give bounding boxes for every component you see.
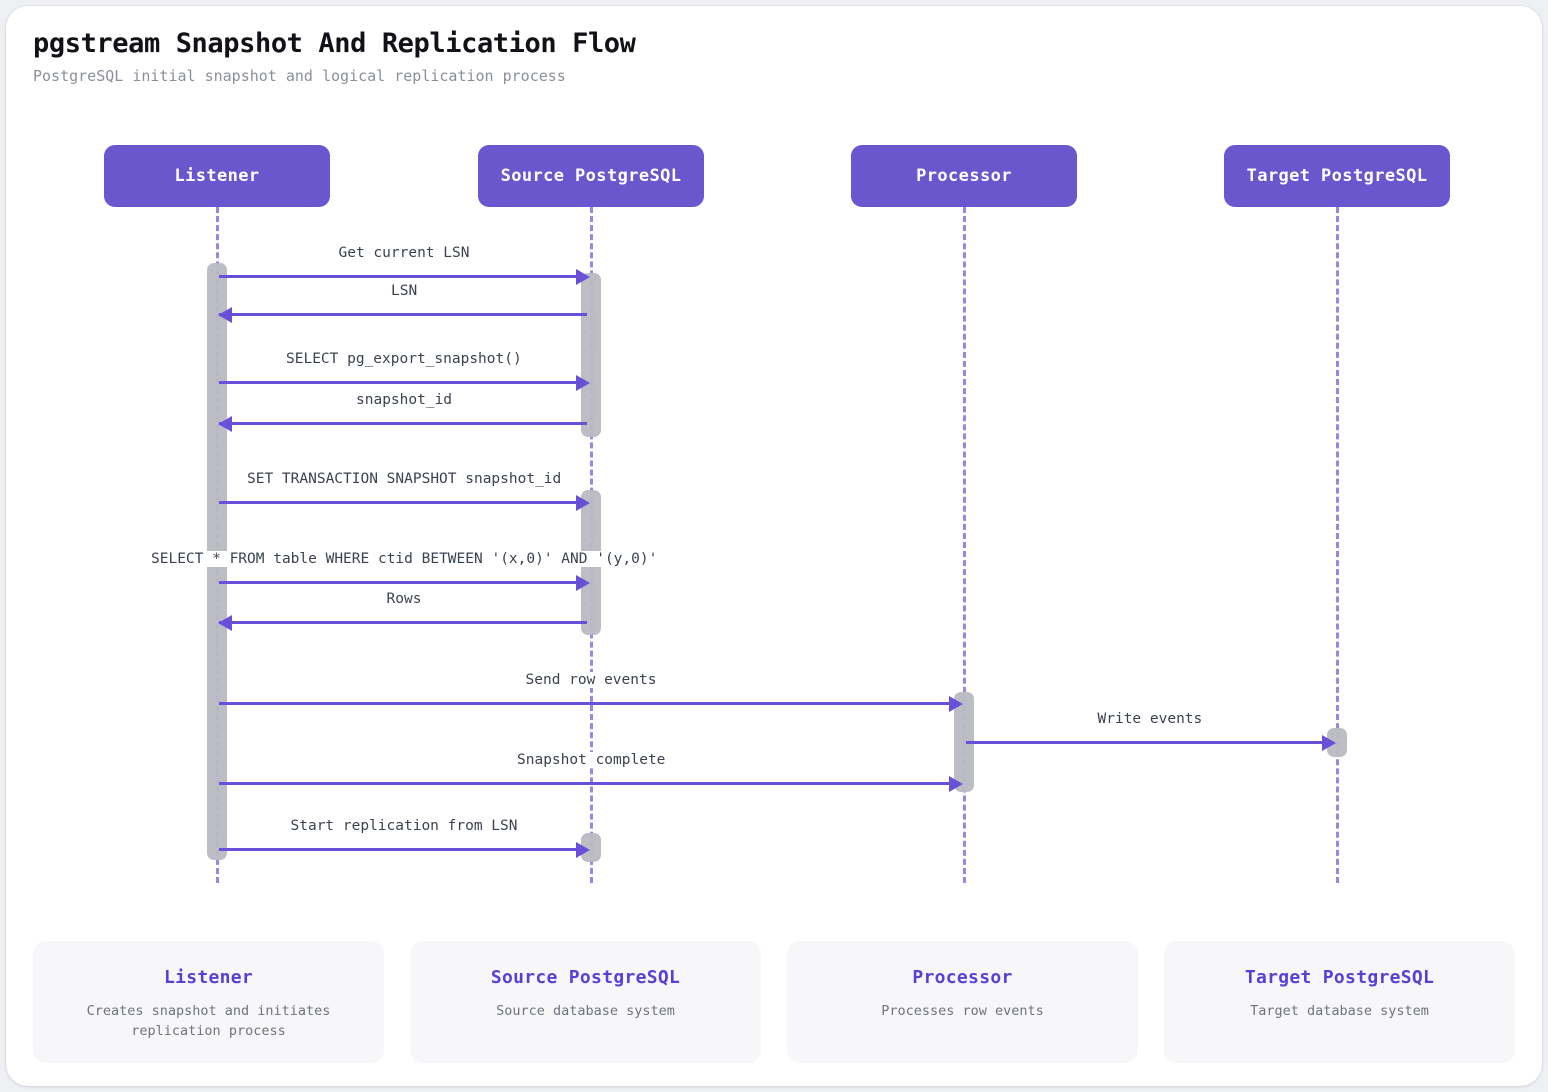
arrow-head-left — [218, 614, 232, 631]
activation-bar-source — [581, 273, 601, 437]
legend-card-description: Processes row events — [881, 1003, 1044, 1019]
legend-card-description: Source database system — [496, 1003, 675, 1019]
message-label: Get current LSN — [334, 245, 474, 261]
page-title: pgstream Snapshot And Replication Flow — [33, 28, 636, 59]
message-label: Rows — [382, 591, 426, 607]
sequence-diagram: Get current LSN LSN SELECT pg_export_snaps… — [104, 145, 1450, 883]
message-label: Snapshot complete — [513, 752, 670, 768]
participant-label: Source PostgreSQL — [500, 166, 682, 186]
lifeline-processor — [963, 207, 966, 883]
participant-listener[interactable]: Listener — [104, 145, 330, 207]
message-line — [966, 741, 1333, 744]
arrow-head-right — [949, 695, 963, 712]
message-line — [219, 275, 587, 278]
arrow-head-right — [949, 775, 963, 792]
message-label: Send row events — [521, 672, 661, 688]
legend-card-title: Source PostgreSQL — [490, 967, 681, 988]
participant-label: Target PostgreSQL — [1246, 166, 1428, 186]
message-label: LSN — [387, 283, 422, 299]
message-line — [219, 702, 960, 705]
message-label: SET TRANSACTION SNAPSHOT snapshot_id — [243, 471, 566, 487]
arrow-head-right — [576, 268, 590, 285]
arrow-head-right — [576, 494, 590, 511]
arrow-head-right — [1322, 734, 1336, 751]
legend-card-title: Processor — [912, 967, 1013, 988]
participant-label: Listener — [174, 166, 260, 186]
legend-card: Source PostgreSQL Source database system — [410, 941, 761, 1063]
message-line — [219, 621, 587, 624]
lifeline-target — [1336, 207, 1339, 883]
message-label: Write events — [1093, 711, 1207, 727]
message-line — [219, 848, 587, 851]
message-label: SELECT * FROM table WHERE ctid BETWEEN '… — [147, 551, 662, 567]
activation-bar-processor — [954, 692, 974, 792]
message-line — [219, 581, 587, 584]
page-subtitle: PostgreSQL initial snapshot and logical … — [33, 67, 566, 85]
participant-processor[interactable]: Processor — [851, 145, 1077, 207]
message-line — [219, 381, 587, 384]
message-line — [219, 782, 960, 785]
participant-target[interactable]: Target PostgreSQL — [1224, 145, 1450, 207]
message-line — [219, 501, 587, 504]
arrow-head-right — [576, 374, 590, 391]
arrow-head-left — [218, 306, 232, 323]
legend-card-title: Target PostgreSQL — [1244, 967, 1435, 988]
message-label: snapshot_id — [352, 392, 457, 408]
arrow-head-left — [218, 415, 232, 432]
message-label: Start replication from LSN — [286, 818, 522, 834]
message-line — [219, 422, 587, 425]
legend-card-title: Listener — [163, 967, 254, 988]
message-label: SELECT pg_export_snapshot() — [282, 351, 526, 367]
arrow-head-right — [576, 841, 590, 858]
participant-source[interactable]: Source PostgreSQL — [478, 145, 704, 207]
participant-label: Processor — [916, 166, 1012, 186]
arrow-head-right — [576, 574, 590, 591]
legend-card-description: Target database system — [1250, 1003, 1429, 1019]
legend-card: Target PostgreSQL Target database system — [1164, 941, 1515, 1063]
legend-card-description: Creates snapshot and initiates replicati… — [86, 1003, 331, 1039]
message-line — [219, 313, 587, 316]
